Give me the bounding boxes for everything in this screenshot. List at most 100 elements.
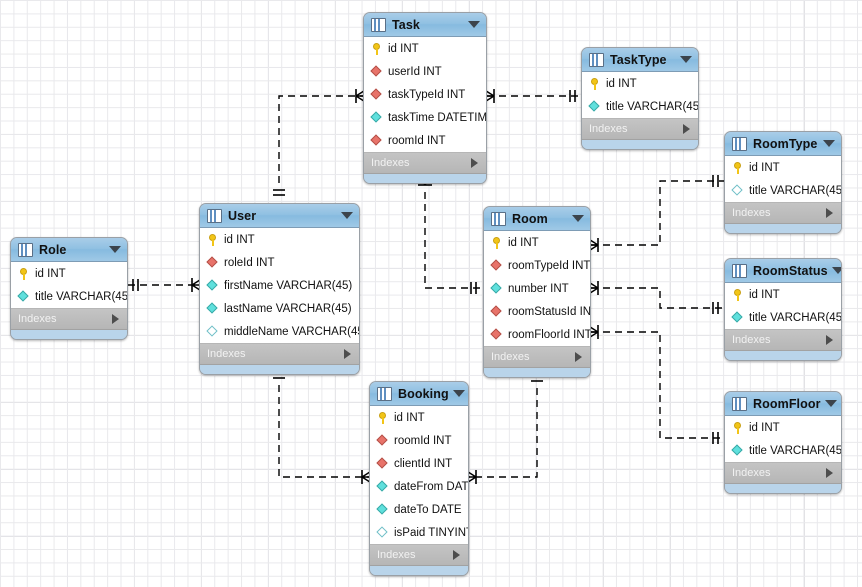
column-row[interactable]: middleName VARCHAR(45) [200,320,359,343]
column-row[interactable]: number INT [484,277,590,300]
chevron-right-icon[interactable] [575,352,582,362]
column-row[interactable]: lastName VARCHAR(45) [200,297,359,320]
chevron-right-icon[interactable] [453,550,460,560]
column-row[interactable]: clientId INT [370,452,468,475]
chevron-down-icon[interactable] [572,215,584,222]
relationship-room-booking[interactable] [464,375,543,485]
table-header[interactable]: Room [484,207,590,231]
chevron-down-icon[interactable] [468,21,480,28]
column-row[interactable]: id INT [364,37,486,60]
table-header[interactable]: Task [364,13,486,37]
column-row[interactable]: roomId INT [370,429,468,452]
indexes-section[interactable]: Indexes [725,463,841,484]
chevron-right-icon[interactable] [826,468,833,478]
relationship-room-roomstatus[interactable] [586,280,724,314]
column-label: lastName VARCHAR(45) [224,302,352,315]
table-icon [589,52,604,67]
column-row[interactable]: title VARCHAR(45) [11,285,127,308]
table-name: RoomFloor [753,396,821,411]
column-row[interactable]: id INT [725,156,841,179]
column-row[interactable]: id INT [725,283,841,306]
table-header[interactable]: User [200,204,359,228]
relationship-role-user[interactable] [128,277,204,293]
chevron-down-icon[interactable] [823,140,835,147]
column-row[interactable]: taskTime DATETIME [364,106,486,129]
chevron-down-icon[interactable] [109,246,121,253]
column-row[interactable]: id INT [11,262,127,285]
column-row[interactable]: title VARCHAR(45) [582,95,698,118]
chevron-right-icon[interactable] [826,208,833,218]
table-icon [207,208,222,223]
column-row[interactable]: roomStatusId INT [484,300,590,323]
chevron-down-icon[interactable] [831,267,841,274]
column-row[interactable]: isPaid TINYINT [370,521,468,544]
column-row[interactable]: roomId INT [364,129,486,152]
table-roomtype[interactable]: RoomType id INT title VARCHAR(45)Indexes [724,131,842,234]
chevron-down-icon[interactable] [824,400,837,407]
column-row[interactable]: title VARCHAR(45) [725,439,841,462]
table-header[interactable]: RoomStatus [725,259,841,283]
indexes-section[interactable]: Indexes [582,119,698,140]
column-label: id INT [508,236,539,249]
relationship-task-tasktype[interactable] [482,88,581,104]
relationship-user-booking[interactable] [273,372,374,485]
column-label: title VARCHAR(45) [749,311,842,324]
chevron-right-icon[interactable] [344,349,351,359]
indexes-section[interactable]: Indexes [725,203,841,224]
column-row[interactable]: id INT [725,416,841,439]
column-row[interactable]: title VARCHAR(45) [725,306,841,329]
table-header[interactable]: TaskType [582,48,698,72]
indexes-section[interactable]: Indexes [484,347,590,368]
chevron-right-icon[interactable] [112,314,119,324]
column-row[interactable]: id INT [484,231,590,254]
column-row[interactable]: roleId INT [200,251,359,274]
column-row[interactable]: id INT [370,406,468,429]
relationship-room-roomfloor[interactable] [586,324,724,444]
column-row[interactable]: firstName VARCHAR(45) [200,274,359,297]
indexes-label: Indexes [207,348,246,360]
indexes-section[interactable]: Indexes [200,344,359,365]
chevron-right-icon[interactable] [683,124,690,134]
chevron-down-icon[interactable] [680,56,692,63]
column-row[interactable]: roomTypeId INT [484,254,590,277]
table-header[interactable]: Booking [370,382,468,406]
diamond-cyan-icon [491,283,503,295]
relationship-task-room[interactable] [417,173,483,294]
chevron-down-icon[interactable] [452,390,465,397]
indexes-section[interactable]: Indexes [364,153,486,174]
column-row[interactable]: dateTo DATE [370,498,468,521]
indexes-section[interactable]: Indexes [370,545,468,566]
relationship-room-roomtype[interactable] [586,175,724,253]
column-label: id INT [749,161,780,174]
column-row[interactable]: id INT [200,228,359,251]
column-row[interactable]: id INT [582,72,698,95]
indexes-section[interactable]: Indexes [725,330,841,351]
column-row[interactable]: roomFloorId INT [484,323,590,346]
column-row[interactable]: userId INT [364,60,486,83]
relationship-user-task[interactable] [273,88,368,196]
indexes-section[interactable]: Indexes [11,309,127,330]
key-icon [371,42,383,55]
chevron-right-icon[interactable] [471,158,478,168]
table-header[interactable]: RoomType [725,132,841,156]
table-header[interactable]: RoomFloor [725,392,841,416]
column-row[interactable]: dateFrom DATE [370,475,468,498]
column-label: id INT [394,411,425,424]
chevron-down-icon[interactable] [341,212,353,219]
column-row[interactable]: title VARCHAR(45) [725,179,841,202]
table-header[interactable]: Role [11,238,127,262]
column-row[interactable]: taskTypeId INT [364,83,486,106]
chevron-right-icon[interactable] [826,335,833,345]
key-icon [377,411,389,424]
